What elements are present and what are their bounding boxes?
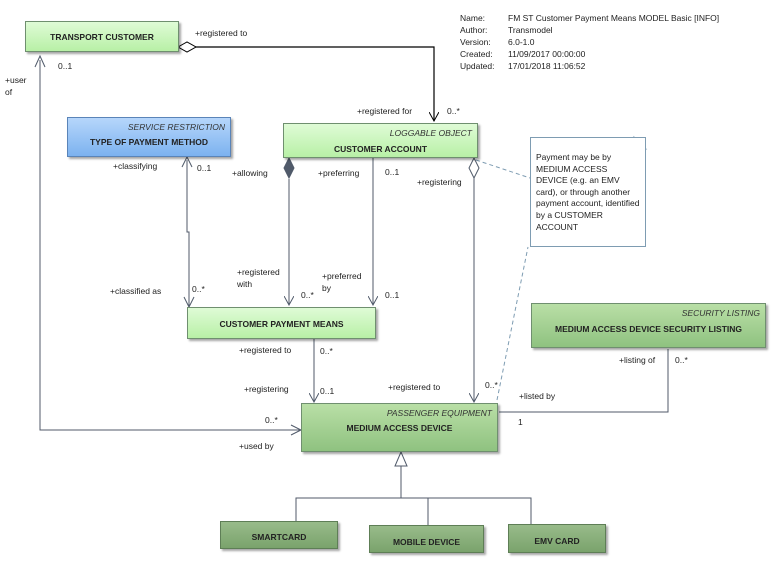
class-title: CUSTOMER ACCOUNT — [333, 144, 428, 154]
composition-diamond-ca — [283, 156, 295, 180]
class-customer-account[interactable]: LOGGABLE OBJECT CUSTOMER ACCOUNT — [283, 123, 478, 158]
info-value: 6.0-1.0 — [508, 37, 535, 47]
generalization-triangle — [394, 450, 408, 467]
role-label: +used by — [239, 441, 274, 451]
info-value: 11/09/2017 00:00:00 — [508, 49, 586, 59]
class-title: MEDIUM ACCESS DEVICE SECURITY LISTING — [554, 324, 743, 334]
role-label: +registering — [244, 384, 289, 394]
role-label: +classified as — [110, 286, 162, 296]
multiplicity-label: 0..* — [301, 290, 314, 300]
generalization-tree — [295, 497, 532, 524]
class-stereotype: SECURITY LISTING — [681, 308, 760, 318]
info-key: Updated: — [460, 61, 495, 71]
aggregation-diamond-tc — [176, 41, 198, 53]
info-row-updated: Updated: 17/01/2018 11:06:52 — [460, 60, 719, 72]
class-stereotype: LOGGABLE OBJECT — [389, 128, 472, 138]
class-emv-card[interactable]: EMV CARD — [508, 524, 606, 553]
class-title: MEDIUM ACCESS DEVICE — [346, 423, 453, 433]
info-key: Author: — [460, 25, 488, 35]
multiplicity-label: 0..1 — [197, 163, 212, 173]
role-label: +preferring — [318, 168, 360, 178]
class-medium-access-device[interactable]: PASSENGER EQUIPMENT MEDIUM ACCESS DEVICE — [301, 403, 498, 452]
assoc-tc-ca — [195, 46, 434, 121]
role-label: +registered to — [388, 382, 441, 392]
class-type-of-payment-method[interactable]: SERVICE RESTRICTION TYPE OF PAYMENT METH… — [67, 117, 231, 157]
info-key: Name: — [460, 13, 486, 23]
info-key: Version: — [460, 37, 491, 47]
role-label: +registered with — [237, 267, 280, 289]
multiplicity-label: 0..1 — [385, 290, 400, 300]
class-stereotype: SERVICE RESTRICTION — [127, 122, 225, 132]
note: Payment may be by MEDIUM ACCESS DEVICE (… — [530, 137, 646, 247]
multiplicity-label: 0..* — [320, 346, 333, 356]
role-label: +allowing — [232, 168, 268, 178]
aggregation-diamond-ca — [468, 156, 480, 180]
class-smartcard[interactable]: SMARTCARD — [220, 521, 338, 549]
class-customer-payment-means[interactable]: CUSTOMER PAYMENT MEANS — [187, 307, 376, 339]
diagram-info: Name: FM ST Customer Payment Means MODEL … — [460, 12, 719, 72]
arrowhead-tpm — [181, 155, 193, 168]
info-value: 17/01/2018 11:06:52 — [508, 61, 586, 71]
class-title: MOBILE DEVICE — [392, 537, 461, 547]
multiplicity-label: 0..* — [485, 380, 498, 390]
class-title: SMARTCARD — [251, 532, 307, 542]
multiplicity-label: 0..1 — [385, 167, 400, 177]
class-title: CUSTOMER PAYMENT MEANS — [219, 319, 344, 329]
class-mobile-device[interactable]: MOBILE DEVICE — [369, 525, 484, 553]
role-label: +registered to — [195, 28, 248, 38]
class-title: TRANSPORT CUSTOMER — [50, 32, 154, 42]
role-label: +listing of — [619, 355, 656, 365]
note-link-mad — [496, 246, 529, 401]
class-transport-customer[interactable]: TRANSPORT CUSTOMER — [25, 21, 179, 52]
multiplicity-label: 0..* — [192, 284, 205, 294]
info-row-name: Name: FM ST Customer Payment Means MODEL … — [460, 12, 719, 24]
multiplicity-label: 0..1 — [58, 61, 73, 71]
role-label: +registered to — [239, 345, 292, 355]
class-medium-access-device-security-listing[interactable]: SECURITY LISTING MEDIUM ACCESS DEVICE SE… — [531, 303, 766, 348]
multiplicity-label: 0..1 — [320, 386, 335, 396]
multiplicity-label: 0..* — [447, 106, 460, 116]
info-value: Transmodel — [508, 25, 553, 35]
assoc-list-mad — [499, 349, 669, 413]
info-row-created: Created: 11/09/2017 00:00:00 — [460, 48, 719, 60]
multiplicity-label: 0..* — [675, 355, 688, 365]
role-label: +user of — [5, 75, 27, 97]
multiplicity-label: 0..* — [265, 415, 278, 425]
assoc-cpm-tpm — [186, 160, 190, 306]
info-value: FM ST Customer Payment Means MODEL Basic… — [508, 13, 720, 23]
role-label: +registering — [417, 177, 462, 187]
arrowhead-tc-user — [34, 54, 46, 68]
class-stereotype: PASSENGER EQUIPMENT — [386, 408, 492, 418]
role-label: +preferred by — [322, 271, 362, 293]
info-row-author: Author: Transmodel — [460, 24, 719, 36]
class-title: EMV CARD — [534, 536, 580, 546]
info-row-version: Version: 6.0-1.0 — [460, 36, 719, 48]
role-label: +registered for — [357, 106, 413, 116]
note-text: Payment may be by MEDIUM ACCESS DEVICE (… — [536, 152, 640, 232]
role-label: +listed by — [519, 391, 556, 401]
multiplicity-label: 1 — [518, 417, 523, 427]
note-link-ca — [475, 159, 531, 179]
info-key: Created: — [460, 49, 493, 59]
class-title: TYPE OF PAYMENT METHOD — [89, 137, 209, 147]
assoc-mad-tc — [39, 60, 300, 431]
role-label: +classifying — [113, 161, 158, 171]
